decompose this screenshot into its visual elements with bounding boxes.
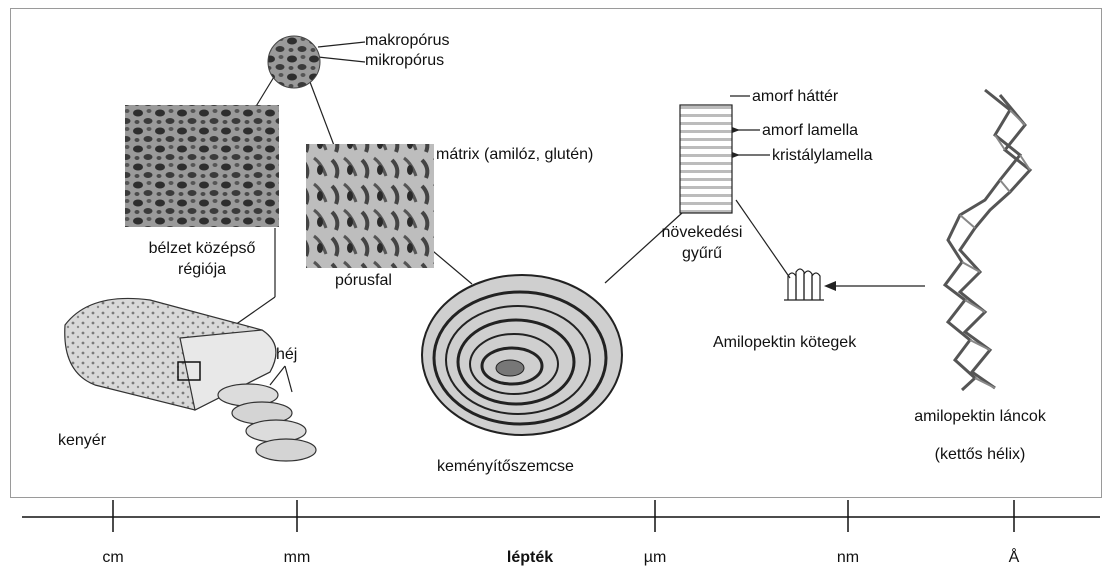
scale-tick-label-cm: cm <box>83 549 143 567</box>
label-makroporus: makropórus <box>365 32 449 50</box>
label-crust: héj <box>276 346 297 364</box>
label-bread: kenyér <box>58 432 106 450</box>
label-pore-wall: pórusfal <box>335 272 392 290</box>
scale-tick-label-mm: mm <box>267 549 327 567</box>
label-crumb-region-line2: régiója <box>128 261 276 279</box>
double-helix-image <box>945 90 1030 390</box>
pore-sphere-image <box>268 36 320 88</box>
label-double-helix: (kettős hélix) <box>880 446 1080 464</box>
label-amylopectin-bundles: Amilopektin kötegek <box>713 334 856 352</box>
scale-tick-label-um: µm <box>625 549 685 567</box>
label-growth-ring-line2: gyűrű <box>640 245 764 263</box>
scale-tick-label-nm: nm <box>818 549 878 567</box>
label-mikroporus: mikropórus <box>365 52 444 70</box>
arrow-head <box>732 127 740 133</box>
arrow-head <box>732 152 740 158</box>
label-amylopectin-chains: amilopektin láncok <box>880 408 1080 426</box>
label-crumb-region-line1: bélzet középső <box>128 240 276 258</box>
label-amorphous-background: amorf háttér <box>752 88 838 106</box>
pore-wall-image <box>306 144 434 268</box>
scale-tick-label-angstrom: Å <box>984 549 1044 567</box>
label-crystalline-lamella: kristálylamella <box>772 147 872 165</box>
label-growth-ring-line1: növekedési <box>640 224 764 242</box>
scale-axis <box>22 500 1100 532</box>
crumb-texture-image <box>125 105 279 227</box>
scale-title: lépték <box>490 549 570 567</box>
arrow-head <box>824 281 836 291</box>
label-amorphous-lamella: amorf lamella <box>762 122 858 140</box>
label-matrix: mátrix (amilóz, glutén) <box>436 146 593 164</box>
amylopectin-bundle-image <box>784 269 824 300</box>
label-starch-granule: keményítőszemcse <box>437 458 574 476</box>
lamella-stack-image <box>680 105 732 213</box>
starch-granule-image <box>422 275 622 435</box>
